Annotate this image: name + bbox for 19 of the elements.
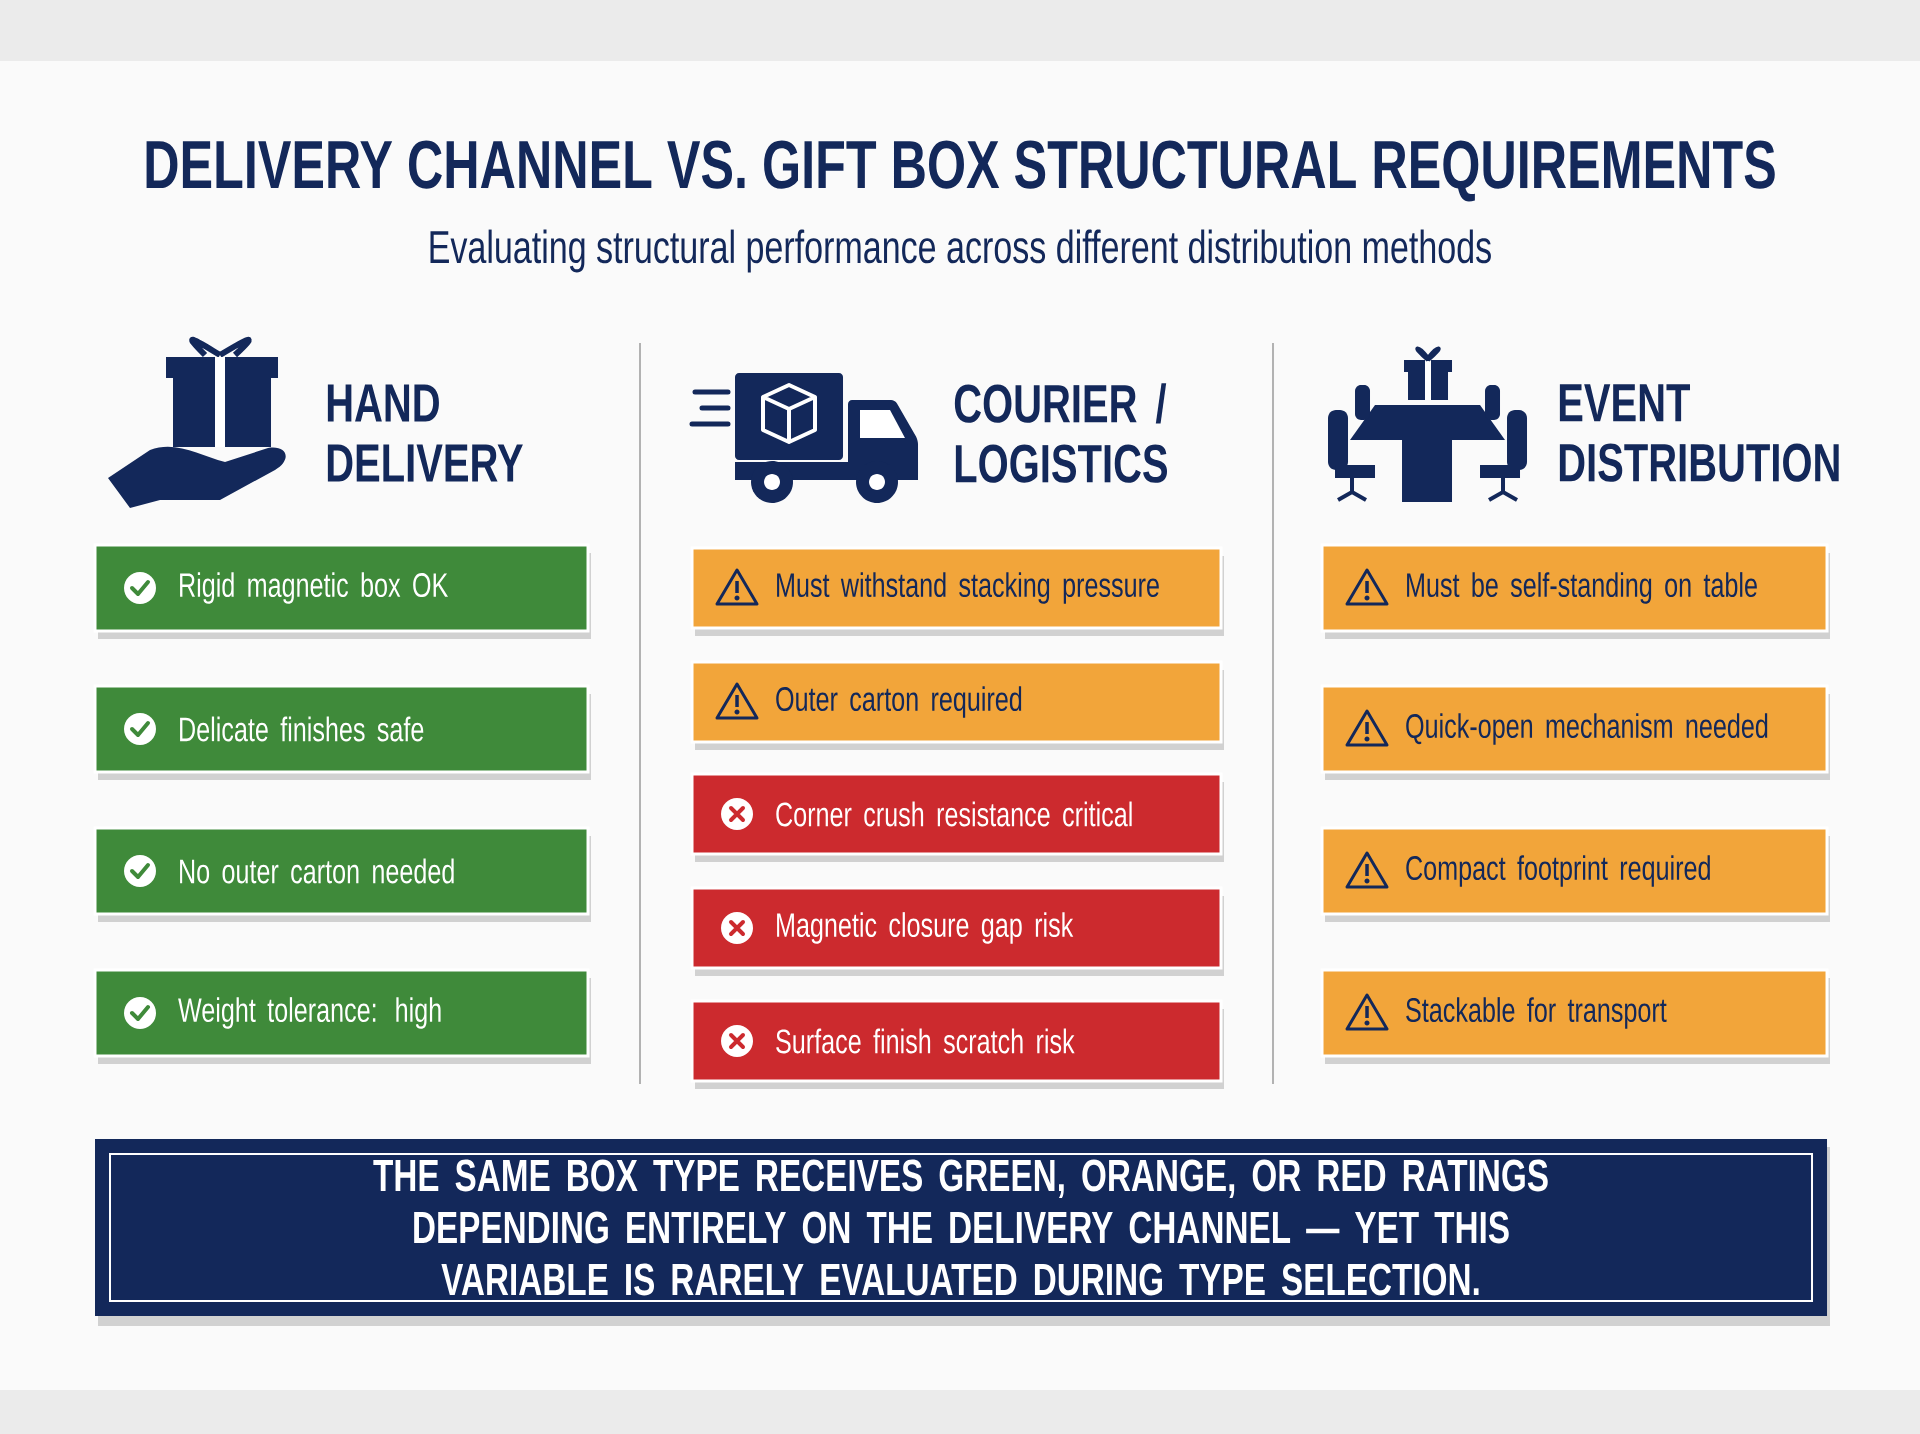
subtitle: Evaluating structural performance across different distribution methods	[430, 229, 1491, 273]
rating-box: Must withstand stacking pressure	[690, 546, 1224, 636]
rating-box: Delicate finishes safe	[93, 684, 591, 780]
column-heading: EVENT DISTRIBUTION	[1559, 384, 1839, 482]
column-heading: COURIER / LOGISTICS	[954, 383, 1168, 483]
rating-box: Quick-open mechanism needed	[1320, 684, 1830, 780]
rating-box: Rigid magnetic box OK	[93, 543, 591, 639]
title: DELIVERY CHANNEL VS. GIFT BOX STRUCTURAL REQUIREMENTS	[146, 140, 1775, 202]
rating-box: Corner crush resistance critical	[690, 772, 1224, 862]
column-heading: HAND DELIVERY	[327, 384, 523, 482]
rating-box: Must be self-standing on table	[1320, 543, 1830, 639]
rating-box: Magnetic closure gap risk	[690, 886, 1224, 976]
rating-box: Stackable for transport	[1320, 968, 1830, 1064]
rating-box: Weight tolerance: high	[93, 968, 591, 1064]
summary-banner: THE SAME BOX TYPE RECEIVES GREEN, ORANGE, OR RED RATINGS DEPENDING ENTIRELY ON THE DELIVERY CHANNEL — YET THIS VARIABLE IS RARELY EVALUATED DURING TYPE SELECTION.	[95, 1139, 1830, 1326]
rating-box: No outer carton needed	[93, 826, 591, 922]
rating-box: Outer carton required	[690, 660, 1224, 750]
rating-box: Compact footprint required	[1320, 826, 1830, 922]
rating-box: Surface finish scratch risk	[690, 999, 1224, 1089]
